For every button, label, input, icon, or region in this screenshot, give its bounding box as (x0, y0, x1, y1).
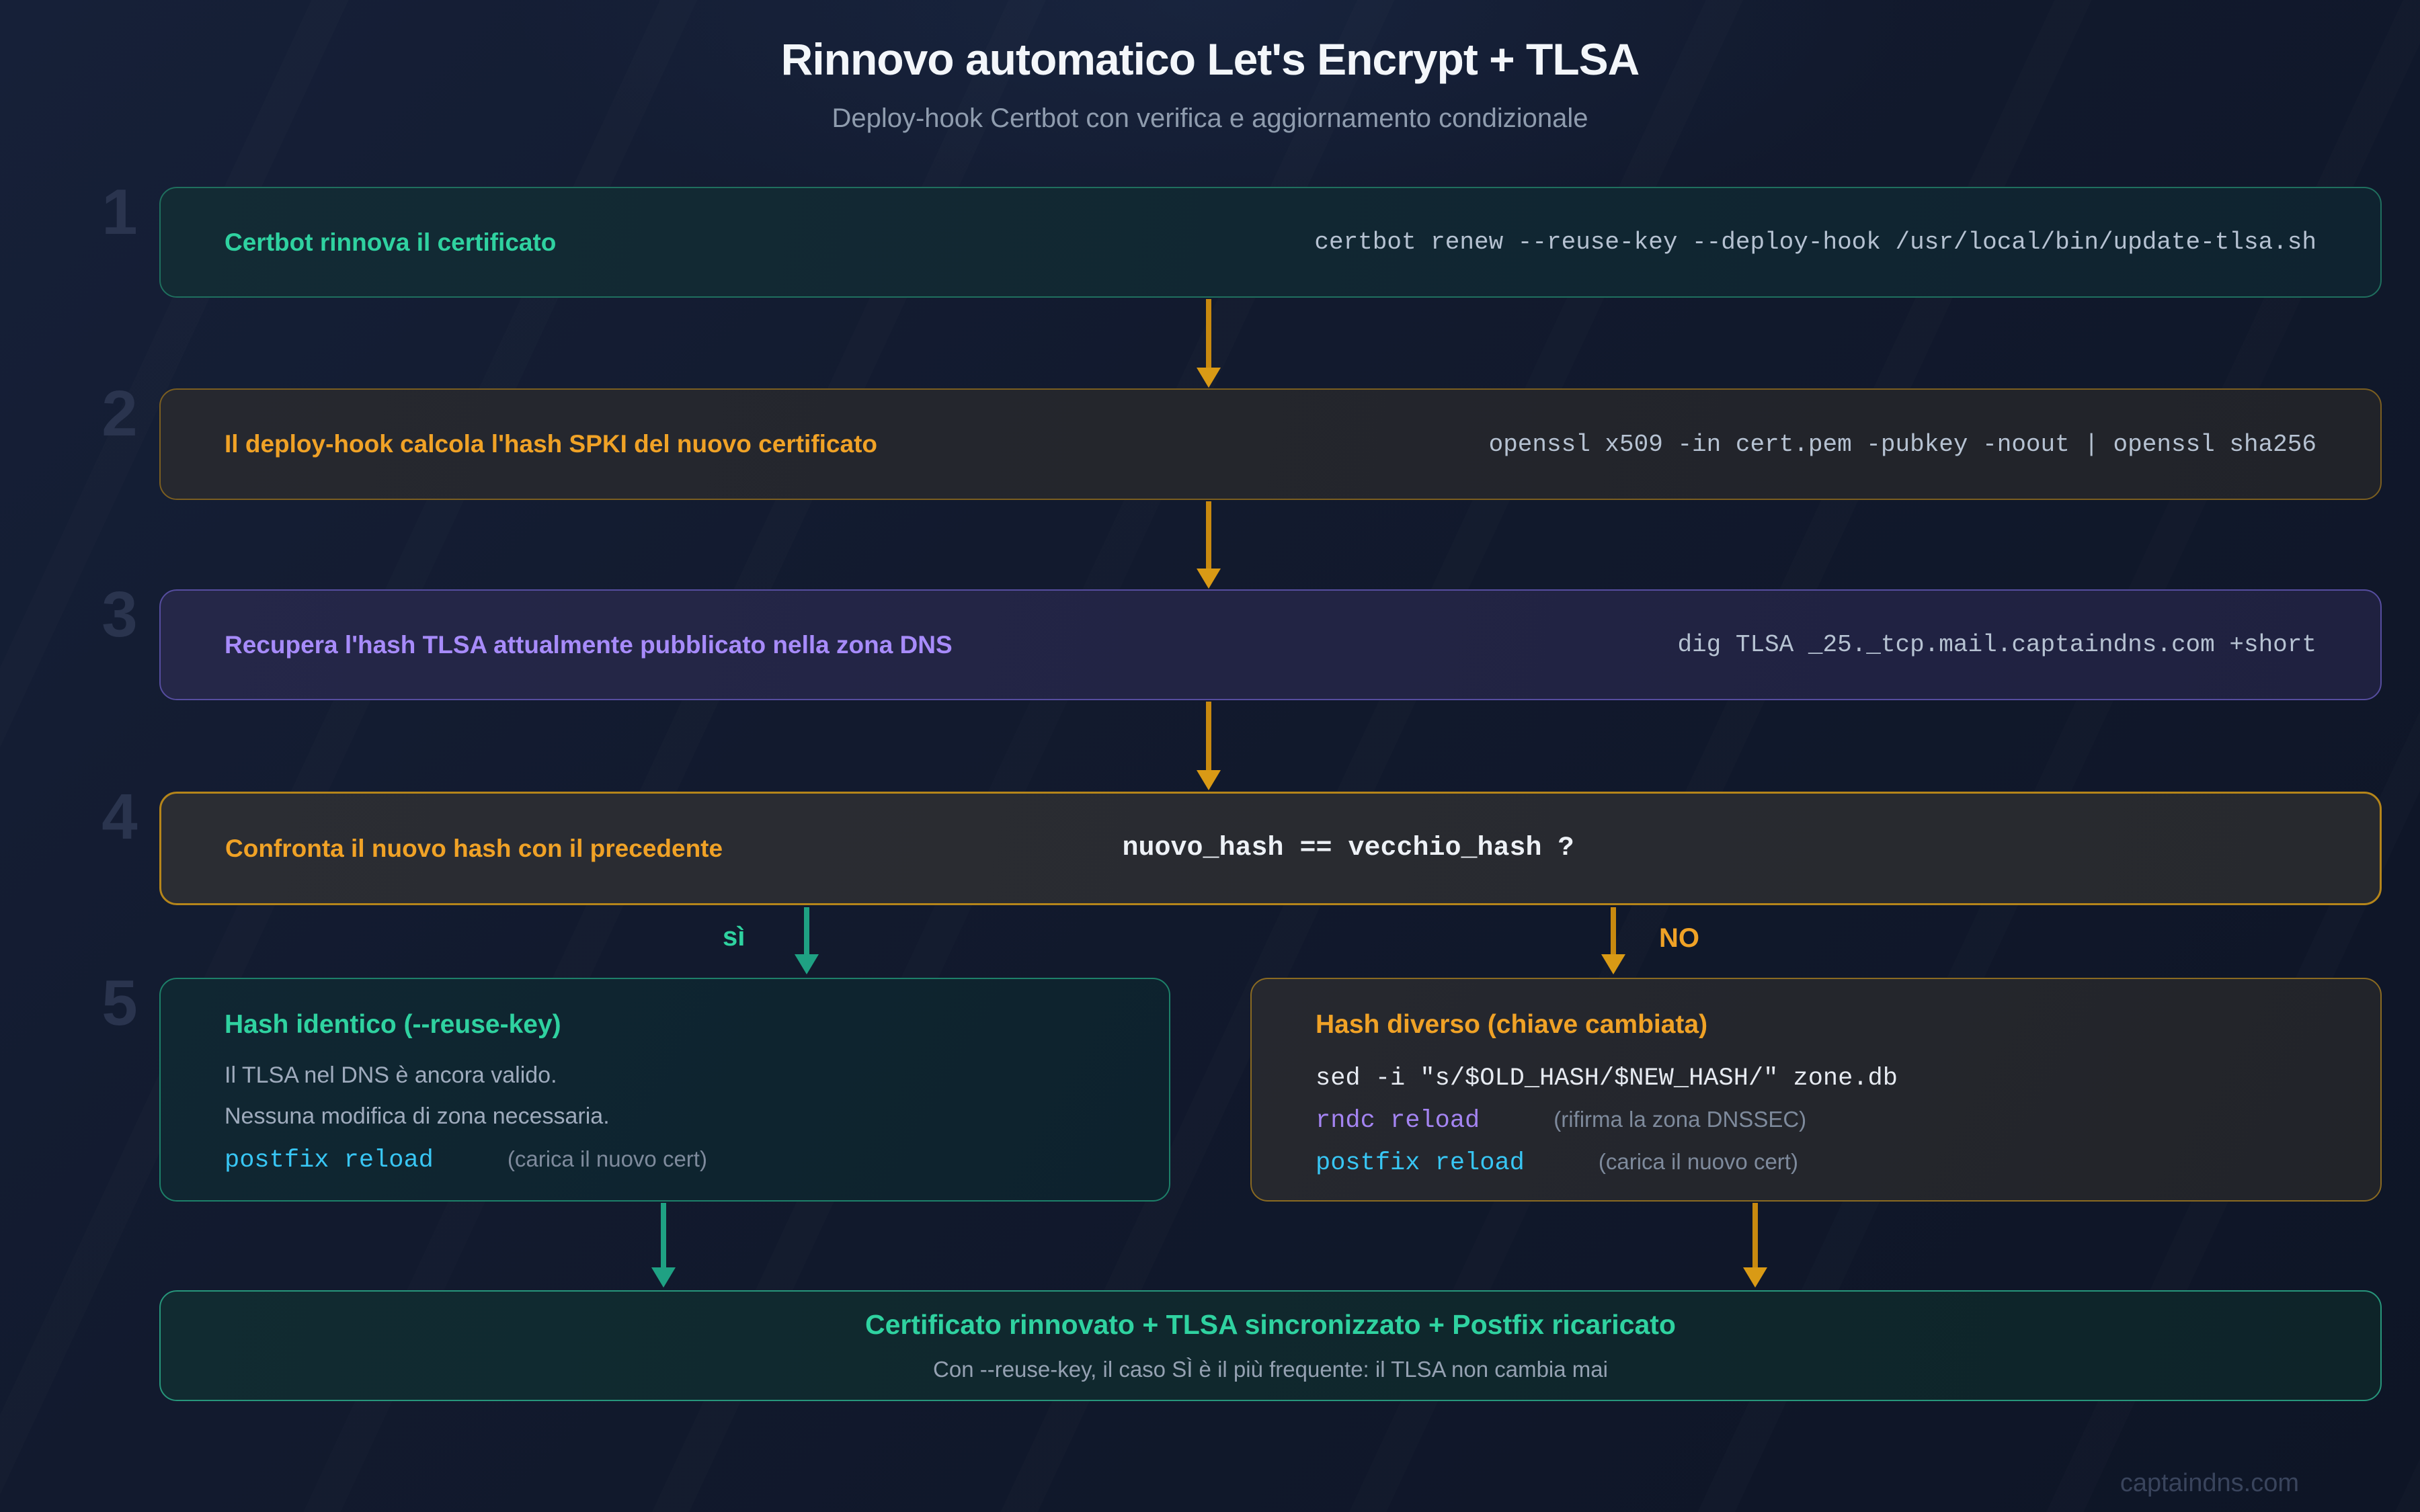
rndc-reload-note: (rifirma la zona DNSSEC) (1554, 1107, 1807, 1132)
no-box-rndc-line: rndc reload (rifirma la zona DNSSEC) (1316, 1105, 2380, 1135)
step-1-label: Certbot rinnova il certificato (225, 228, 557, 256)
no-box: Hash diverso (chiave cambiata) sed -i "s… (1250, 978, 2382, 1202)
step-1-box: Certbot rinnova il certificato certbot r… (159, 187, 2382, 298)
step-2-box: Il deploy-hook calcola l'hash SPKI del n… (159, 388, 2382, 500)
branch-yes-label: sì (723, 922, 745, 952)
step-number-1: 1 (102, 176, 138, 248)
sed-command: sed -i "s/$OLD_HASH/$NEW_HASH/" zone.db (1316, 1064, 1898, 1093)
step-4-box: Confronta il nuovo hash con il precedent… (159, 792, 2382, 905)
result-box: Certificato rinnovato + TLSA sincronizza… (159, 1290, 2382, 1401)
step-number-2: 2 (102, 378, 138, 450)
step-3-box: Recupera l'hash TLSA attualmente pubblic… (159, 589, 2382, 700)
branch-no-label: NO (1659, 923, 1699, 953)
watermark: captaindns.com (2120, 1469, 2299, 1497)
yes-box-title: Hash identico (--reuse-key) (225, 1010, 561, 1039)
result-subtitle: Con --reuse-key, il caso SÌ è il più fre… (933, 1357, 1608, 1382)
postfix-reload-note-2: (carica il nuovo cert) (1598, 1149, 1798, 1174)
step-4-label: Confronta il nuovo hash con il precedent… (225, 834, 723, 862)
arrow-down-yes (804, 907, 809, 954)
arrow-down-step2-step3 (1206, 501, 1211, 569)
arrow-down-step3-step4 (1206, 702, 1211, 770)
no-box-sed-line: sed -i "s/$OLD_HASH/$NEW_HASH/" zone.db (1316, 1062, 2380, 1093)
yes-box-command-line: postfix reload (carica il nuovo cert) (225, 1144, 1169, 1175)
arrow-down-no-result (1752, 1203, 1758, 1267)
arrow-down-no (1611, 907, 1616, 954)
yes-box: Hash identico (--reuse-key) Il TLSA nel … (159, 978, 1170, 1202)
step-number-3: 3 (102, 579, 138, 650)
postfix-reload-command-2: postfix reload (1316, 1149, 1525, 1177)
no-box-postfix-line: postfix reload (carica il nuovo cert) (1316, 1147, 2380, 1177)
no-box-title: Hash diverso (chiave cambiata) (1316, 1010, 1708, 1039)
yes-box-line-2: Nessuna modifica di zona necessaria. (225, 1103, 610, 1129)
rndc-reload-command: rndc reload (1316, 1107, 1480, 1135)
arrow-down-yes-result (661, 1203, 666, 1267)
postfix-reload-note: (carica il nuovo cert) (507, 1146, 707, 1171)
step-3-command: dig TLSA _25._tcp.mail.captaindns.com +s… (1677, 631, 2316, 659)
step-4-condition: nuovo_hash == vecchio_hash ? (1122, 833, 1574, 864)
page-title: Rinnovo automatico Let's Encrypt + TLSA (780, 34, 1640, 84)
postfix-reload-command: postfix reload (225, 1146, 434, 1175)
arrow-down-step1-step2 (1206, 299, 1211, 368)
step-2-label: Il deploy-hook calcola l'hash SPKI del n… (225, 430, 877, 458)
step-number-4: 4 (102, 781, 138, 853)
step-3-label: Recupera l'hash TLSA attualmente pubblic… (225, 630, 953, 659)
result-title: Certificato rinnovato + TLSA sincronizza… (865, 1309, 1676, 1340)
header: Rinnovo automatico Let's Encrypt + TLSA … (0, 34, 2420, 134)
yes-box-line-1: Il TLSA nel DNS è ancora valido. (225, 1062, 557, 1088)
step-2-command: openssl x509 -in cert.pem -pubkey -noout… (1488, 430, 2316, 458)
page-subtitle: Deploy-hook Certbot con verifica e aggio… (832, 103, 1588, 133)
step-1-command: certbot renew --reuse-key --deploy-hook … (1314, 228, 2316, 256)
step-number-5: 5 (102, 967, 138, 1039)
